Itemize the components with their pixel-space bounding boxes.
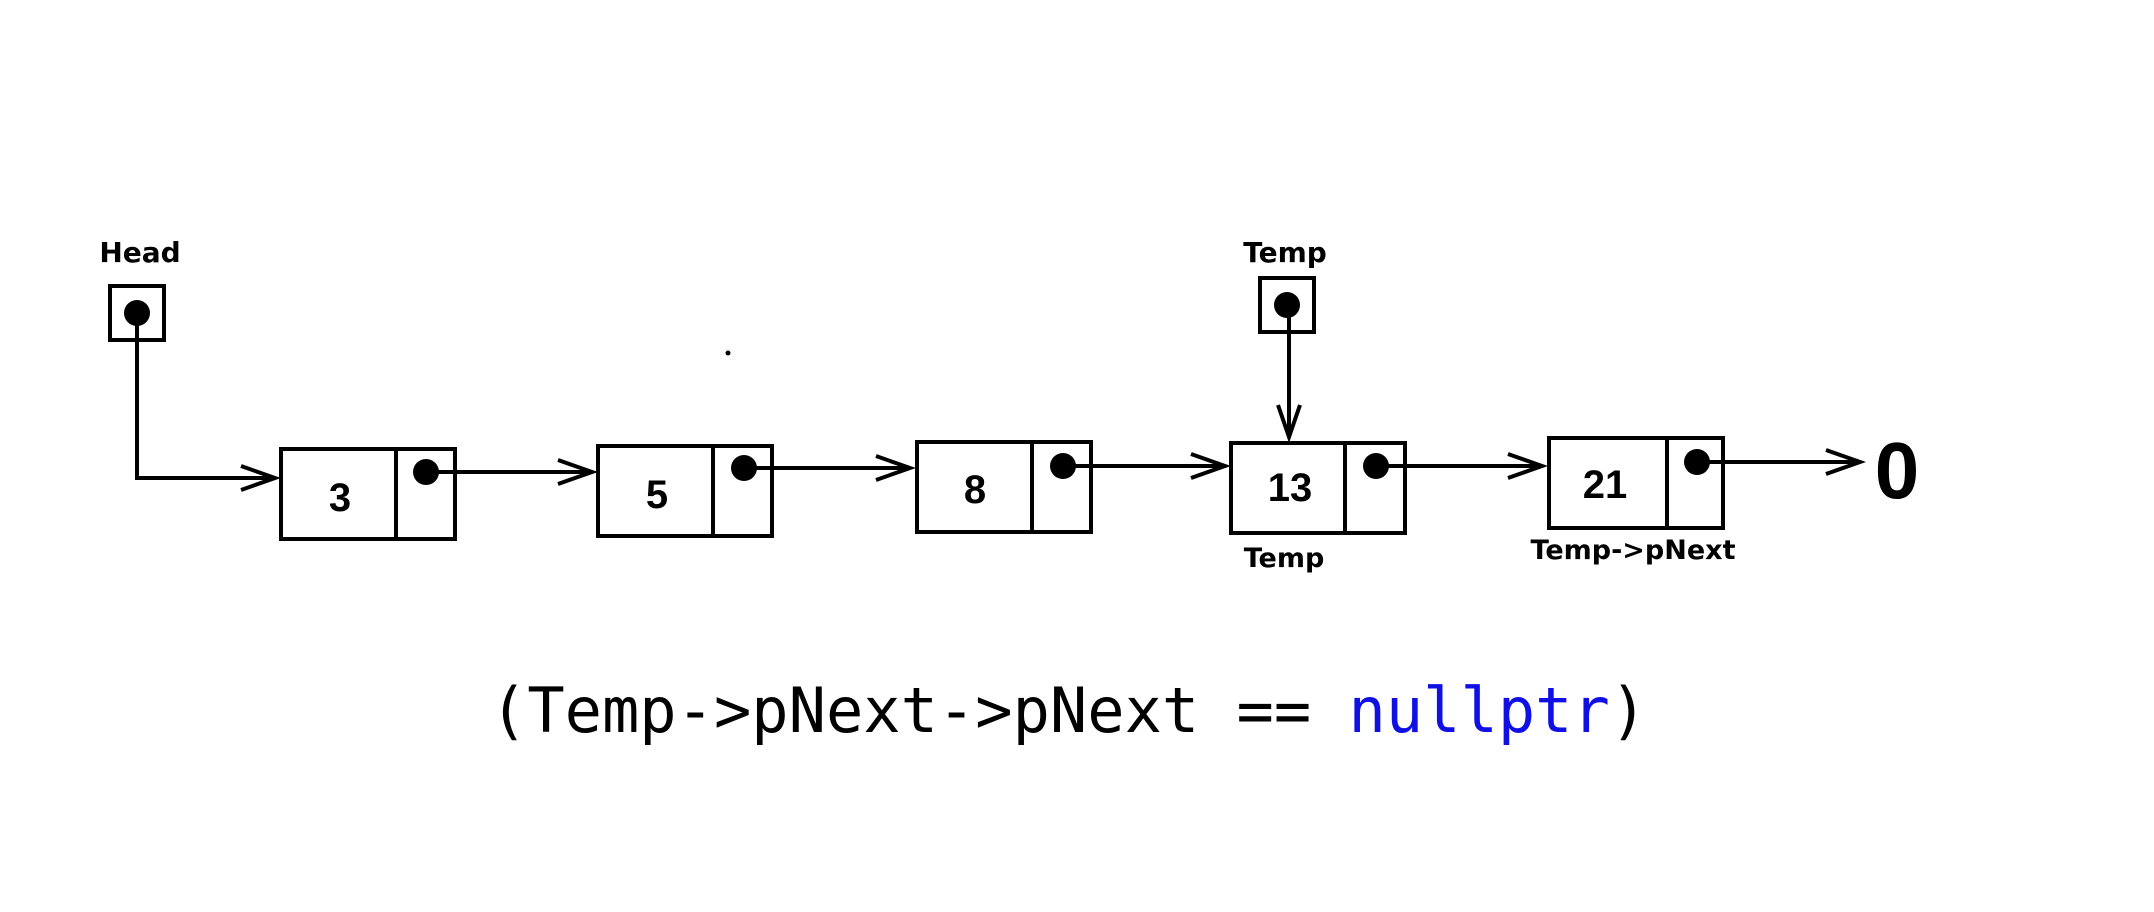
temp-next-label: Temp->pNext bbox=[1531, 535, 1736, 566]
head-label: Head bbox=[99, 236, 180, 269]
list-node: 13 bbox=[1229, 441, 1407, 535]
temp-node-label: Temp bbox=[1244, 543, 1325, 574]
list-node: 5 bbox=[596, 444, 774, 538]
next-arrowhead bbox=[557, 458, 599, 486]
node-value: 8 bbox=[964, 468, 986, 512]
null-terminator: 0 bbox=[1875, 426, 1920, 515]
stray-dot bbox=[725, 350, 731, 356]
list-node: 8 bbox=[915, 440, 1093, 534]
list-node: 21 bbox=[1547, 436, 1725, 530]
head-arrowhead bbox=[240, 464, 282, 492]
temp-arrowhead bbox=[1276, 404, 1302, 444]
expression-left: Temp->pNext->pNext == bbox=[527, 674, 1348, 747]
node-value: 13 bbox=[1268, 466, 1313, 510]
code-expression: (Temp->pNext->pNext == nullptr) bbox=[490, 674, 1647, 747]
temp-label: Temp bbox=[1243, 236, 1327, 269]
node-value: 21 bbox=[1583, 463, 1628, 507]
expression-close-paren: ) bbox=[1610, 674, 1647, 747]
node-value: 3 bbox=[329, 476, 351, 520]
expression-open-paren: ( bbox=[490, 674, 527, 747]
next-arrowhead bbox=[1507, 452, 1549, 480]
node-value: 5 bbox=[646, 473, 668, 517]
next-arrowhead bbox=[1825, 448, 1867, 476]
expression-keyword: nullptr bbox=[1349, 674, 1610, 747]
list-node: 3 bbox=[279, 447, 457, 541]
head-arrow bbox=[135, 313, 275, 480]
next-arrowhead bbox=[1190, 452, 1232, 480]
next-arrowhead bbox=[875, 454, 917, 482]
